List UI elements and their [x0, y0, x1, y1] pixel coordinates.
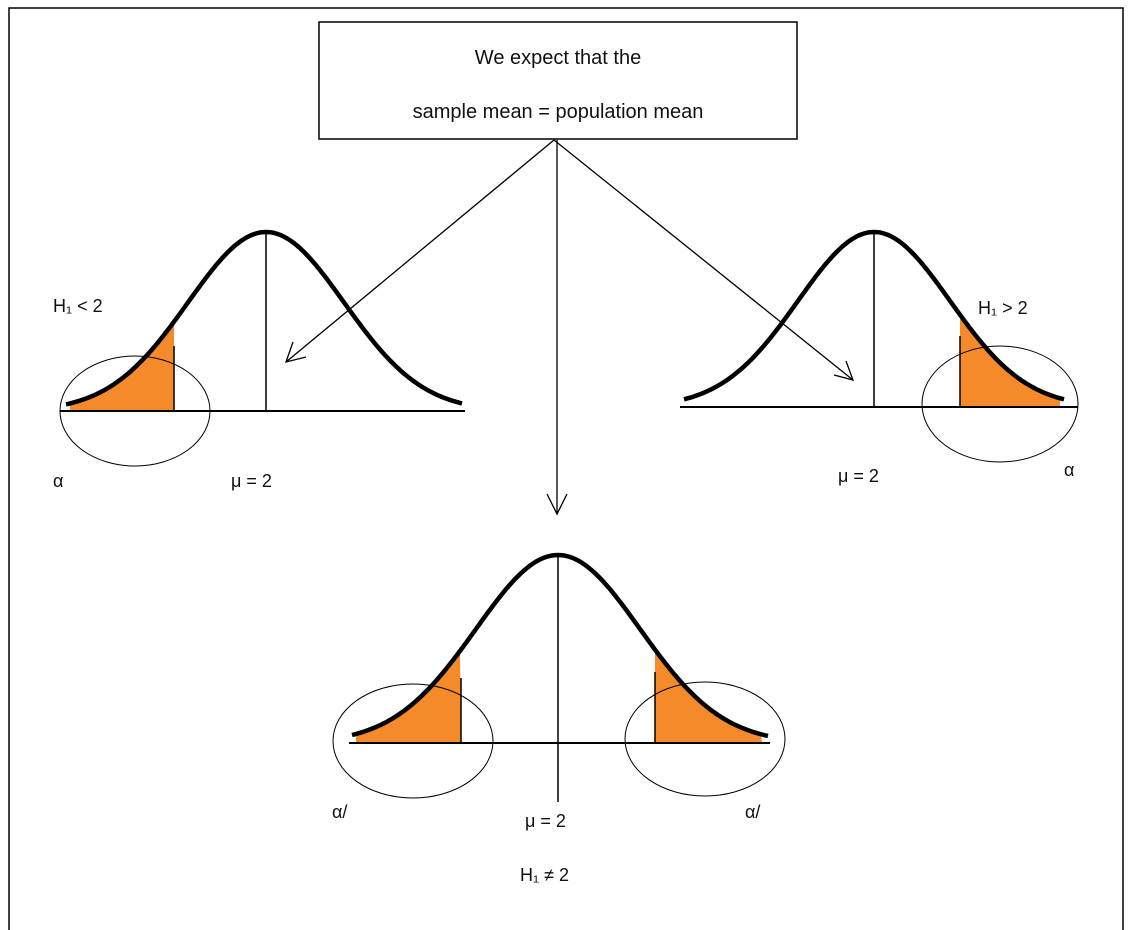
- arrowhead-bottom: [546, 493, 568, 516]
- bottom-left-tail-circle: [332, 683, 494, 799]
- bottom-right-tail-area: [655, 649, 762, 743]
- arrow-to-left-curve: [285, 139, 555, 363]
- bottom-mean-label: μ = 2: [525, 811, 566, 831]
- left-tail-circle: [59, 355, 211, 467]
- arrowhead-left: [284, 341, 307, 363]
- bottom-right-tail-circle: [624, 681, 786, 797]
- header-line-2: sample mean = population mean: [413, 101, 704, 123]
- arrows: [284, 139, 855, 516]
- left-tailed-curve: H₁ < 2 α μ = 2: [53, 229, 465, 491]
- bottom-left-alpha-label: α/: [332, 802, 347, 822]
- left-alpha-label: α: [53, 471, 63, 491]
- header-box: [318, 21, 798, 140]
- left-tail-area: [70, 321, 174, 411]
- right-alpha-label: α: [1064, 460, 1074, 480]
- right-tailed-curve: H₁ > 2 μ = 2 α: [680, 229, 1079, 486]
- bottom-hypothesis-label: H₁ ≠ 2: [520, 865, 569, 885]
- header-line-1: We expect that the: [475, 47, 641, 69]
- left-bell: [65, 229, 463, 407]
- arrowhead-right: [833, 360, 855, 381]
- bottom-right-alpha-label: α/: [745, 802, 760, 822]
- bottom-bell: [351, 552, 769, 739]
- left-mean-label: μ = 2: [231, 471, 272, 491]
- right-tail-area: [960, 314, 1060, 407]
- bottom-left-tail-area: [356, 651, 461, 743]
- two-tailed-curve: α/ α/ μ = 2 H₁ ≠ 2: [332, 552, 786, 885]
- arrow-to-right-curve: [553, 139, 854, 381]
- right-tail-circle: [921, 345, 1079, 463]
- left-hypothesis-label: H₁ < 2: [53, 296, 103, 316]
- right-mean-label: μ = 2: [838, 466, 879, 486]
- outer-frame: [8, 7, 1124, 930]
- right-hypothesis-label: H₁ > 2: [978, 298, 1028, 318]
